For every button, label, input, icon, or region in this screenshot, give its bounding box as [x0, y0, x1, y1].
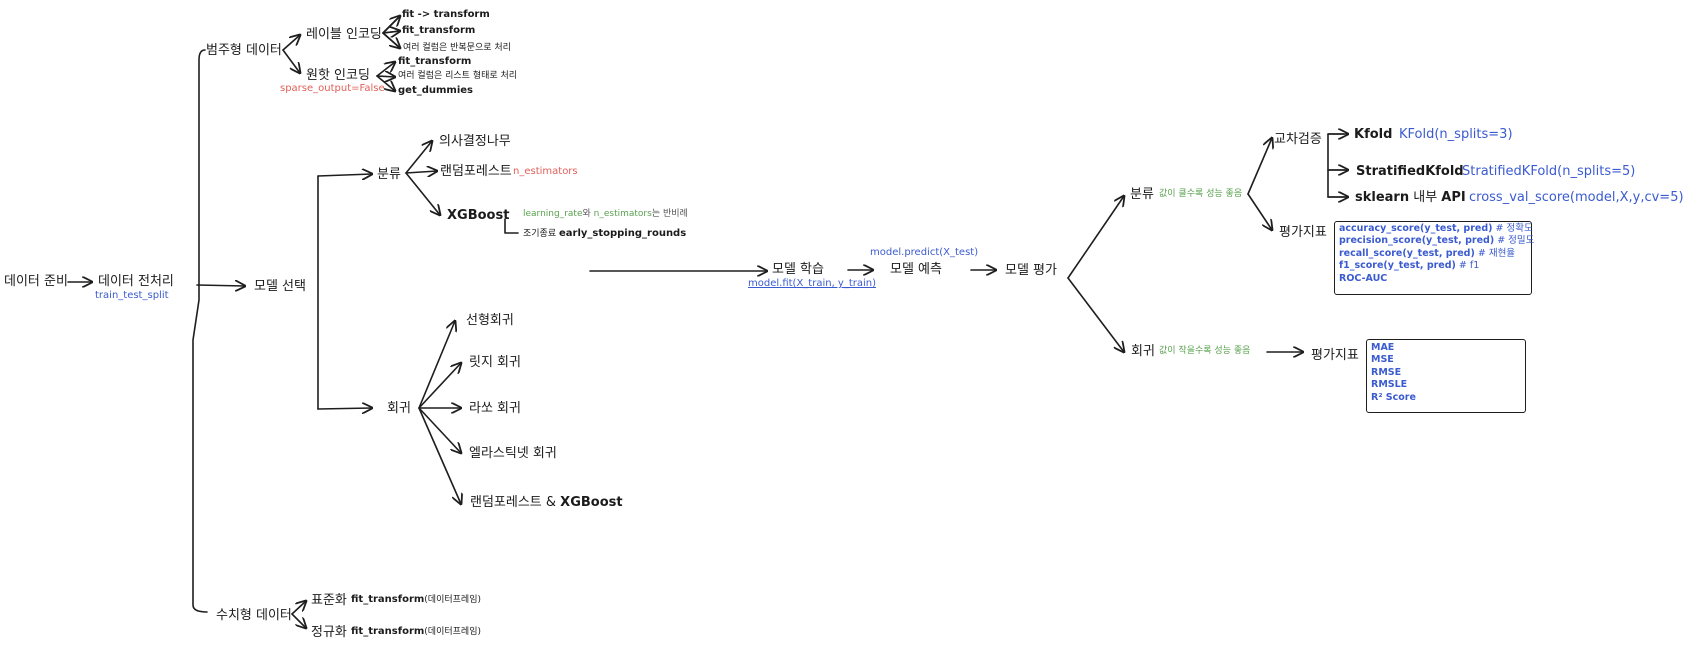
metric-roc-auc: ROC-AUC [1339, 272, 1388, 284]
onehot-get-dummies: get_dummies [398, 85, 473, 96]
onehot-multi-list: 여러 컬럼은 리스트 형태로 처리 [398, 71, 518, 81]
node-eval-regression: 회귀 [1131, 344, 1155, 359]
metric-row: f1_score(y_test, pred) # f1 [1339, 260, 1527, 272]
node-train: 모델 학습 [772, 262, 824, 277]
node-rf-xgb-reg: 랜덤포레스트 & XGBoost [470, 496, 623, 509]
norm-code: fit_transform(데이터프레임) [351, 627, 481, 637]
code-cross-val-score: cross_val_score(model,X,y,cv=5) [1469, 190, 1683, 205]
metric-row: accuracy_score(y_test, pred) # 정확도 [1339, 223, 1533, 235]
note-rf-n-estimators: n_estimators [513, 166, 578, 177]
arrow-to-model-select [196, 285, 245, 286]
metric-recall: recall_score(y_test, pred) [1339, 247, 1475, 259]
note-xgb-ne: n_estimators [593, 209, 652, 219]
note-model-predict: model.predict(X_test) [870, 247, 979, 258]
onehot-fit-transform: fit_transform [398, 56, 472, 67]
note-train-test-split: train_test_split [95, 290, 169, 301]
metric-rmsle: RMSLE [1371, 379, 1408, 391]
note-higher-better: 값이 클수록 성능 좋음 [1159, 189, 1243, 199]
cls-metrics-box: accuracy_score(y_test, pred) # 정확도 preci… [1334, 221, 1534, 295]
code-kfold: KFold(n_splits=3) [1399, 127, 1513, 142]
metric-row: recall_score(y_test, pred) # 재현율 [1339, 248, 1527, 260]
note-xgb-inv: 는 반비례 [651, 209, 688, 219]
metric-precision: precision_score(y_test, pred) [1339, 235, 1495, 247]
metric-row: precision_score(y_test, pred) # 정밀도 [1339, 235, 1534, 247]
label-fit-then-transform: fit -> transform [402, 9, 490, 20]
node-categorical: 범주형 데이터 [206, 43, 282, 58]
node-standardize: 표준화 [311, 593, 347, 608]
std-code-fn: fit_transform [351, 594, 425, 605]
metric-f1-comment: # f1 [1455, 260, 1480, 272]
sk-api-api: API [1441, 190, 1466, 205]
node-predict: 모델 예측 [890, 262, 942, 277]
node-decision-tree: 의사결정나무 [439, 134, 511, 149]
norm-code-fn: fit_transform [351, 626, 425, 637]
node-onehot-encoding: 원핫 인코딩 [306, 68, 370, 83]
label-multi-column-loop: 여러 컬럼은 반복문으로 처리 [403, 43, 511, 53]
metric-r2: R² Score [1371, 391, 1416, 403]
early-stop-label: 조기종료 [523, 229, 559, 239]
metric-precision-comment: # 정밀도 [1494, 235, 1535, 247]
node-normalize: 정규화 [311, 625, 347, 640]
note-lower-better: 값이 작을수록 성능 좋음 [1159, 346, 1251, 356]
reg-metrics-box: MAE MSE RMSE RMSLE R² Score [1366, 339, 1526, 413]
node-elastic-reg: 엘라스틱넷 회귀 [469, 446, 557, 461]
metric-accuracy: accuracy_score(y_test, pred) [1339, 223, 1493, 234]
metric-recall-comment: # 재현율 [1474, 247, 1516, 259]
node-ridge-reg: 릿지 회귀 [469, 355, 521, 370]
sk-api-inner: 내부 [1409, 190, 1442, 205]
node-numeric: 수치형 데이터 [216, 608, 292, 623]
metric-mse: MSE [1371, 354, 1394, 366]
node-label-encoding: 레이블 인코딩 [306, 27, 382, 42]
arrow-label-enc [282, 35, 300, 51]
std-code: fit_transform(데이터프레임) [351, 595, 481, 605]
node-classification: 분류 [377, 167, 401, 182]
node-regression: 회귀 [387, 401, 411, 416]
metric-row: ROC-AUC [1339, 273, 1527, 285]
node-data-prep: 데이터 준비 [4, 274, 68, 289]
node-xgboost: XGBoost [447, 208, 510, 223]
note-sparse-output: sparse_output=False [280, 83, 385, 94]
std-code-paren: (데이터프레임) [424, 595, 481, 605]
note-early-stop: 조기종료 early_stopping_rounds [523, 229, 686, 239]
node-model-select: 모델 선택 [254, 279, 306, 294]
node-sklearn-api: sklearn 내부 API [1355, 191, 1466, 204]
rf-xgb-reg-text: 랜덤포레스트 & [470, 495, 561, 510]
note-xgb-lr: learning_rate [523, 209, 583, 219]
node-reg-metrics: 평가지표 [1311, 348, 1359, 363]
note-xgb-and: 와 [582, 209, 594, 219]
node-eval-classification: 분류 [1130, 187, 1154, 202]
node-cls-metrics: 평가지표 [1279, 225, 1327, 240]
metric-rmse: RMSE [1371, 366, 1402, 378]
norm-code-paren: (데이터프레임) [424, 627, 481, 637]
metric-mae: MAE [1371, 342, 1395, 353]
node-preprocess: 데이터 전처리 [98, 274, 174, 289]
rf-xgb-reg-bold: XGBoost [560, 495, 623, 510]
metric-f1: f1_score(y_test, pred) [1339, 260, 1456, 272]
metric-accuracy-comment: # 정확도 [1492, 223, 1533, 234]
note-model-fit: model.fit(X_train, y_train) [748, 278, 877, 289]
early-stop-code: early_stopping_rounds [558, 228, 687, 239]
node-evaluate: 모델 평가 [1005, 263, 1057, 278]
note-xgb-inverse: learning_rate와 n_estimators는 반비례 [523, 210, 688, 219]
node-stratified-kfold: StratifiedKfold [1356, 164, 1464, 179]
arrow-onehot [282, 49, 300, 73]
label-fit-transform: fit_transform [402, 25, 476, 36]
code-stratified-kfold: StratifiedKFold(n_splits=5) [1462, 164, 1636, 179]
node-linear-reg: 선형회귀 [466, 313, 514, 328]
node-cross-validation: 교차검증 [1274, 132, 1322, 147]
node-random-forest: 랜덤포레스트 [440, 164, 512, 179]
node-lasso-reg: 라쏘 회귀 [469, 401, 521, 416]
sk-api-sklearn: sklearn [1355, 190, 1410, 205]
node-kfold: Kfold [1354, 127, 1393, 142]
bracket-main [192, 49, 208, 613]
